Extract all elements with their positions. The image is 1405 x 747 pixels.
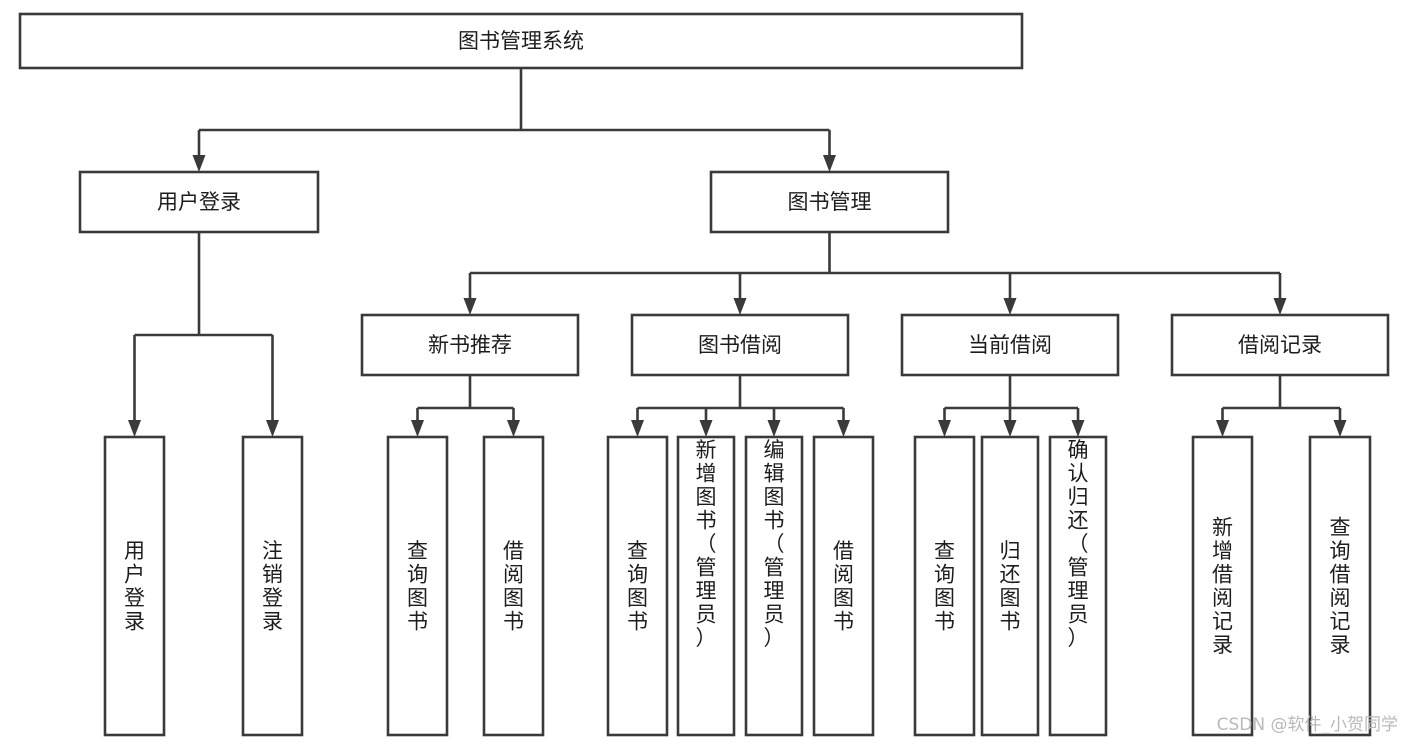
node-borrow-record[interactable]: 借阅记录: [1170, 313, 1390, 377]
connector-group-root: [192, 68, 836, 172]
node-leaf-add-book[interactable]: 新增图书（管理员）: [676, 435, 736, 737]
node-leaf-user-login[interactable]: 用户登录: [103, 435, 166, 737]
node-box-borrow-record[interactable]: [1170, 313, 1390, 377]
node-leaf-return-book[interactable]: 归还图书: [980, 435, 1040, 737]
arrow-head-leaf-borrow-book-1: [507, 420, 520, 437]
node-box-book-borrow[interactable]: [630, 313, 850, 377]
node-leaf-logout[interactable]: 注销登录: [241, 435, 304, 737]
node-label-borrow-record: 借阅记录: [1238, 333, 1322, 357]
node-book-borrow[interactable]: 图书借阅: [630, 313, 850, 377]
arrow-head-leaf-return-book: [1003, 420, 1017, 437]
node-box-leaf-query-record[interactable]: [1308, 435, 1372, 737]
node-label-leaf-user-login: 用户登录: [124, 539, 145, 634]
arrow-head-leaf-query-book-3: [938, 420, 951, 437]
node-box-leaf-confirm-return[interactable]: [1048, 435, 1108, 737]
arrow-head-leaf-query-book-2: [631, 420, 644, 437]
node-leaf-query-book-1[interactable]: 查询图书: [386, 435, 449, 737]
arrow-head-leaf-confirm-return: [1071, 420, 1085, 437]
node-box-book-manage[interactable]: [709, 170, 950, 234]
arrow-head-leaf-query-book-1: [411, 420, 424, 437]
node-box-leaf-query-book-2[interactable]: [606, 435, 669, 737]
connector-group-new-book-recommend: [411, 375, 520, 437]
arrow-head-leaf-edit-book: [767, 420, 781, 437]
arrow-head-book-borrow: [733, 298, 747, 315]
arrow-head-leaf-add-record: [1216, 420, 1229, 437]
connector-group-book-borrow: [631, 375, 850, 437]
node-label-book-borrow: 图书借阅: [698, 333, 782, 357]
node-user-login[interactable]: 用户登录: [78, 170, 320, 234]
node-label-leaf-borrow-book-2: 借阅图书: [833, 539, 854, 634]
node-label-new-book-recommend: 新书推荐: [428, 333, 512, 357]
arrow-head-leaf-logout: [266, 420, 279, 437]
node-label-leaf-add-book: 新增图书（管理员）: [696, 438, 717, 650]
node-label-user-login: 用户登录: [157, 190, 241, 214]
arrow-head-borrow-record: [1273, 298, 1287, 315]
node-box-leaf-logout[interactable]: [241, 435, 304, 737]
node-label-root: 图书管理系统: [458, 29, 584, 53]
node-root[interactable]: 图书管理系统: [18, 12, 1024, 70]
csdn-watermark: CSDN @软件_小贺同学: [1217, 715, 1398, 735]
node-box-leaf-edit-book[interactable]: [744, 435, 804, 737]
connector-group-borrow-record: [1216, 375, 1347, 437]
node-leaf-query-record[interactable]: 查询借阅记录: [1308, 435, 1372, 737]
node-box-leaf-return-book[interactable]: [980, 435, 1040, 737]
arrow-head-leaf-borrow-book-2: [837, 420, 850, 437]
node-box-leaf-user-login[interactable]: [103, 435, 166, 737]
node-leaf-query-book-2[interactable]: 查询图书: [606, 435, 669, 737]
node-label-leaf-add-record: 新增借阅记录: [1212, 516, 1233, 658]
connector-group-current-borrow: [938, 375, 1085, 437]
node-label-book-manage: 图书管理: [788, 190, 872, 214]
node-box-current-borrow[interactable]: [900, 313, 1120, 377]
connector-group-book-manage: [463, 232, 1287, 315]
node-label-leaf-query-record: 查询借阅记录: [1330, 516, 1351, 658]
arrow-head-new-book-recommend: [463, 298, 477, 315]
node-label-leaf-query-book-1: 查询图书: [407, 539, 428, 634]
node-leaf-query-book-3[interactable]: 查询图书: [913, 435, 976, 737]
node-box-leaf-borrow-book-1[interactable]: [482, 435, 545, 737]
node-layer: 图书管理系统用户登录图书管理新书推荐图书借阅当前借阅借阅记录用户登录注销登录查询…: [18, 12, 1390, 737]
node-box-user-login[interactable]: [78, 170, 320, 234]
node-label-current-borrow: 当前借阅: [968, 333, 1052, 357]
node-leaf-edit-book[interactable]: 编辑图书（管理员）: [744, 435, 804, 737]
node-label-leaf-confirm-return: 确认归还（管理员）: [1068, 438, 1089, 650]
arrow-head-user-login: [192, 155, 206, 172]
connector-layer: [128, 68, 1347, 437]
node-box-leaf-query-book-3[interactable]: [913, 435, 976, 737]
arrow-head-leaf-add-book: [699, 420, 713, 437]
node-book-manage[interactable]: 图书管理: [709, 170, 950, 234]
node-leaf-borrow-book-1[interactable]: 借阅图书: [482, 435, 545, 737]
node-box-leaf-add-record[interactable]: [1191, 435, 1254, 737]
arrow-head-book-manage: [823, 155, 836, 172]
node-leaf-add-record[interactable]: 新增借阅记录: [1191, 435, 1254, 737]
arrow-head-leaf-query-record: [1333, 420, 1347, 437]
node-box-root[interactable]: [18, 12, 1024, 70]
node-label-leaf-borrow-book-1: 借阅图书: [503, 539, 524, 634]
node-label-leaf-query-book-2: 查询图书: [627, 539, 648, 634]
node-leaf-borrow-book-2[interactable]: 借阅图书: [812, 435, 875, 737]
node-new-book-recommend[interactable]: 新书推荐: [360, 313, 580, 377]
node-leaf-confirm-return[interactable]: 确认归还（管理员）: [1048, 435, 1108, 737]
node-label-leaf-return-book: 归还图书: [1000, 539, 1021, 634]
arrow-head-leaf-user-login: [128, 420, 141, 437]
node-current-borrow[interactable]: 当前借阅: [900, 313, 1120, 377]
node-label-leaf-edit-book: 编辑图书（管理员）: [764, 438, 785, 650]
node-box-leaf-add-book[interactable]: [676, 435, 736, 737]
arrow-head-current-borrow: [1003, 298, 1017, 315]
node-label-leaf-query-book-3: 查询图书: [934, 539, 955, 634]
node-box-leaf-query-book-1[interactable]: [386, 435, 449, 737]
connector-group-user-login: [128, 232, 279, 437]
node-box-leaf-borrow-book-2[interactable]: [812, 435, 875, 737]
node-label-leaf-logout: 注销登录: [262, 539, 283, 634]
node-box-new-book-recommend[interactable]: [360, 313, 580, 377]
